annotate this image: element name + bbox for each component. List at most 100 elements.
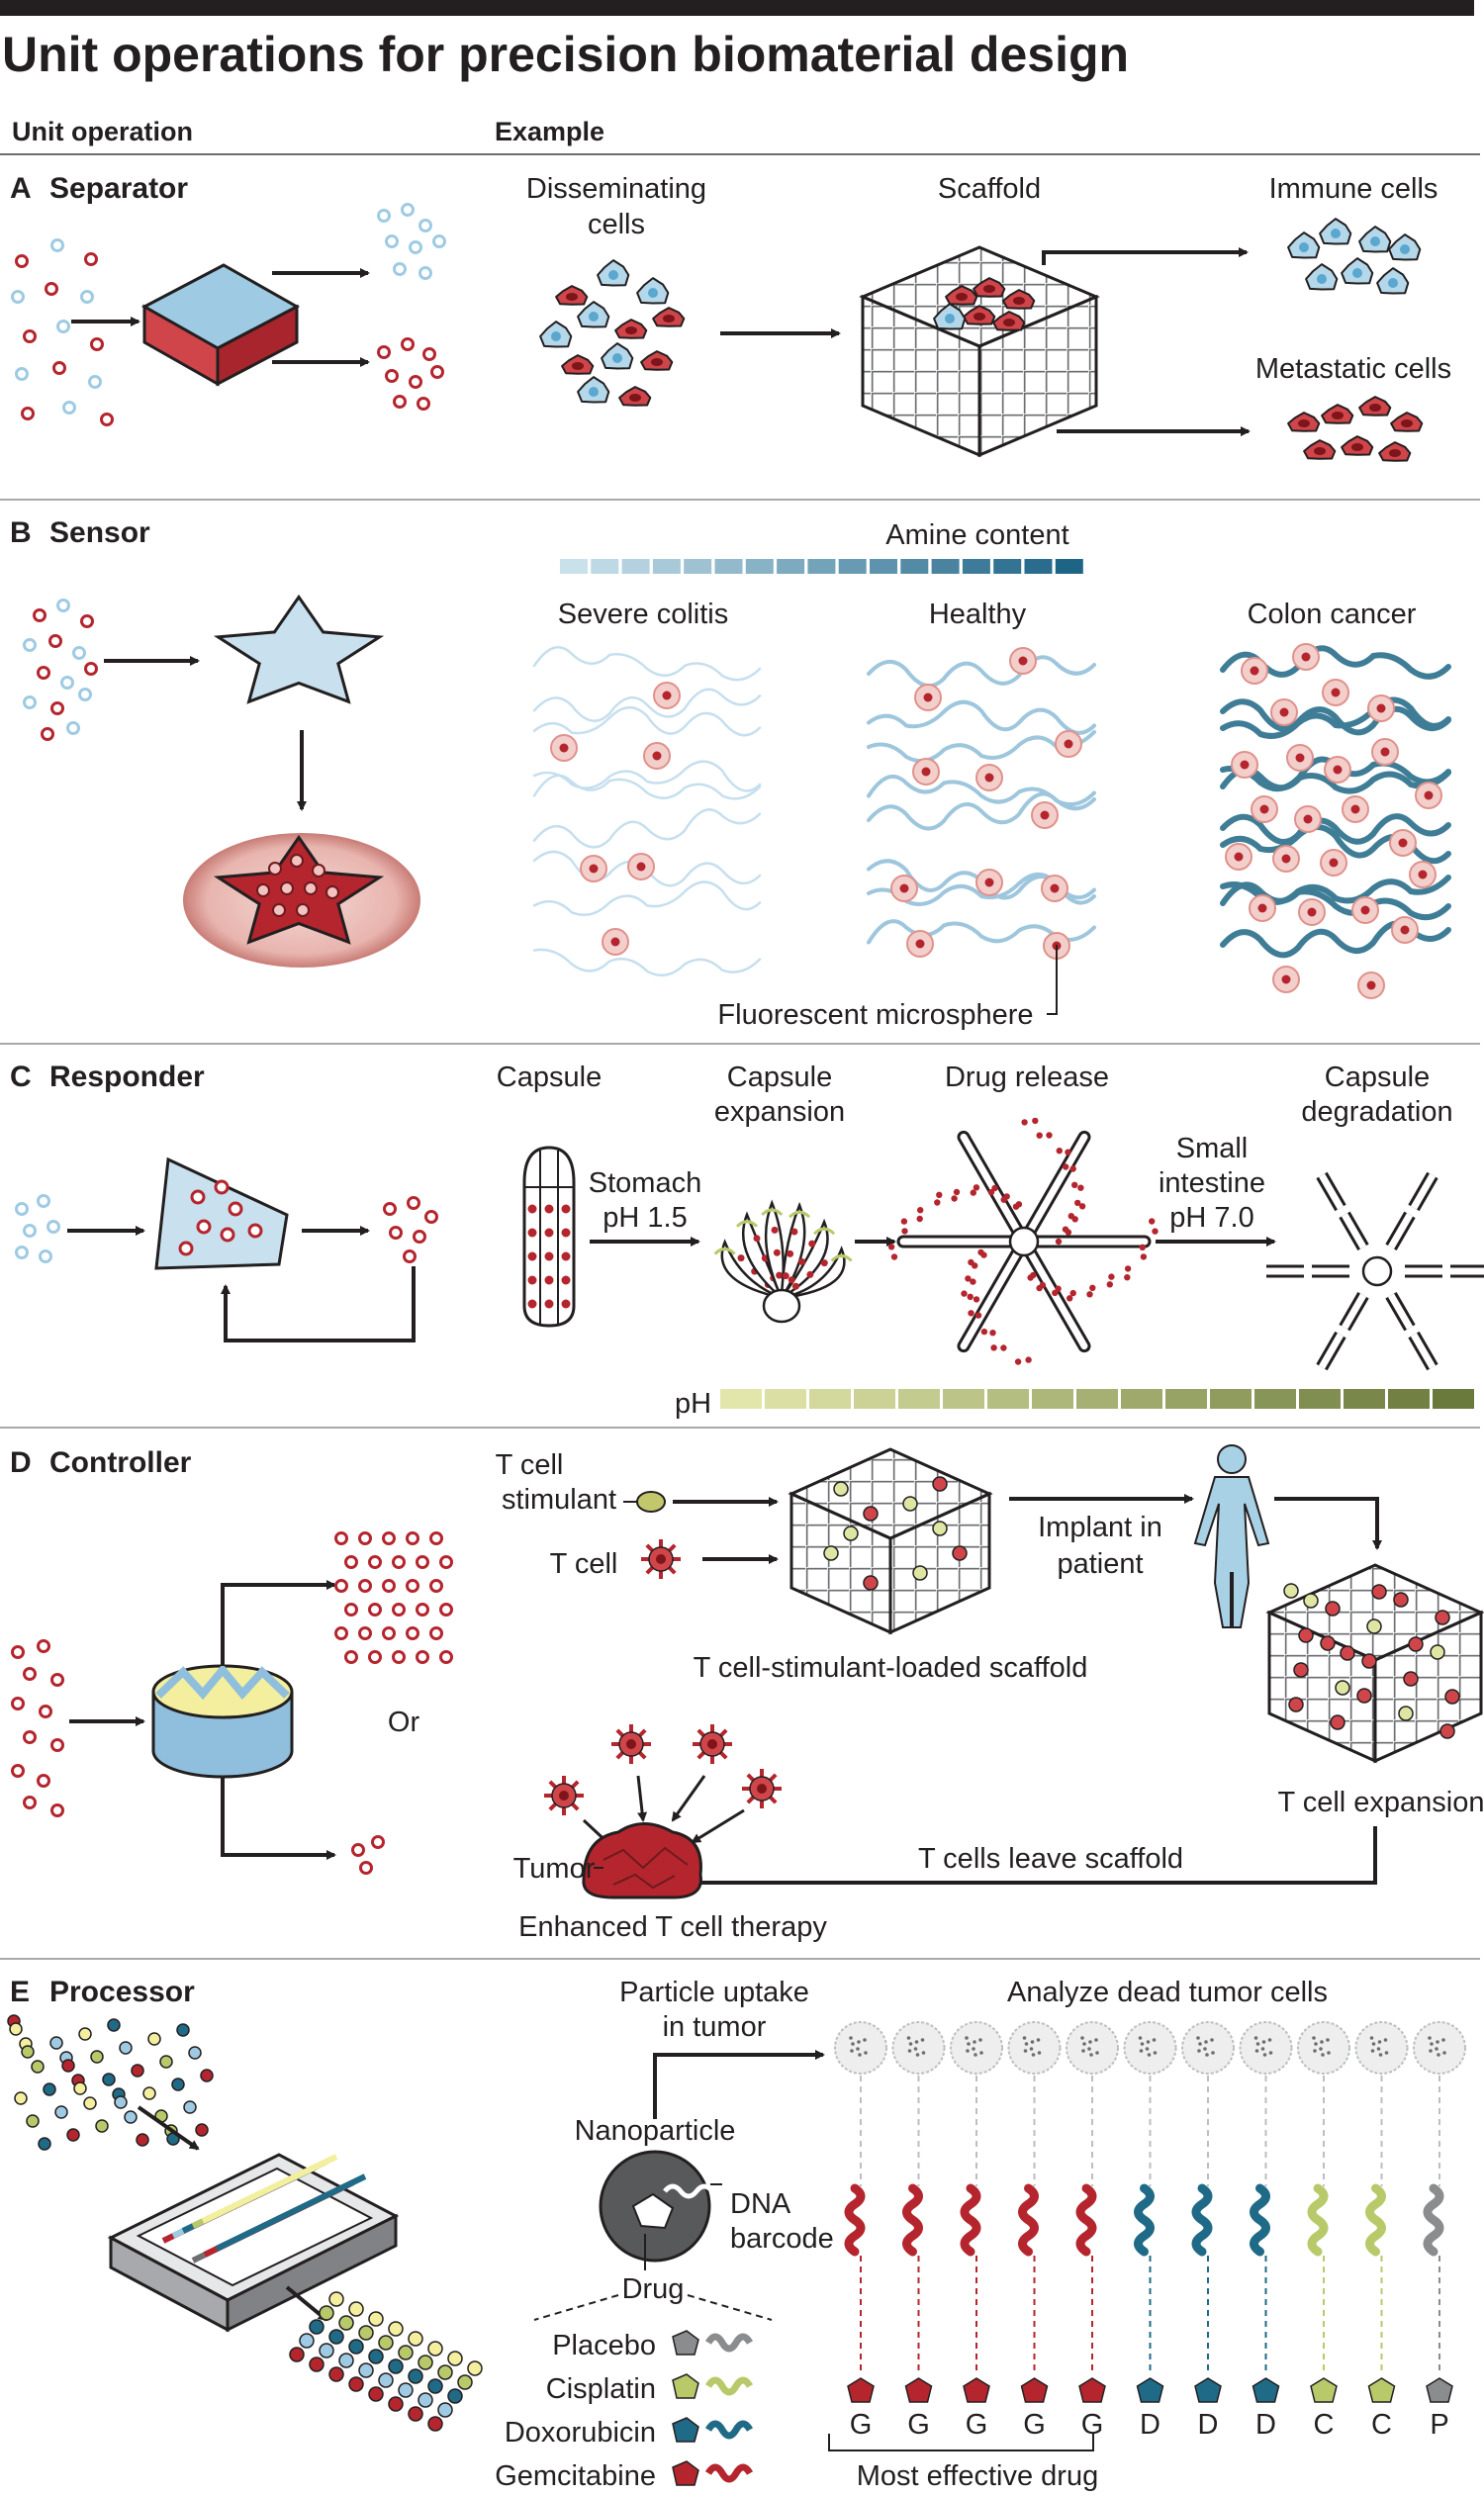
cell-speckle — [856, 2047, 860, 2051]
particle — [102, 2073, 116, 2086]
cell-speckle — [1198, 2042, 1202, 2046]
nucleus — [1389, 449, 1401, 457]
released-drug — [1124, 1274, 1131, 1281]
top-rule — [0, 0, 1474, 16]
released-drug — [1055, 1285, 1062, 1292]
particle — [377, 345, 391, 359]
particle — [83, 2096, 97, 2110]
red-particles-many — [334, 1531, 453, 1664]
particle — [37, 666, 50, 680]
cell-speckle — [1267, 2038, 1272, 2042]
gradient-step — [684, 559, 712, 574]
particle — [389, 1226, 403, 1240]
stimulant-particle — [932, 1521, 948, 1536]
tcell — [1325, 1601, 1341, 1617]
particle — [23, 329, 37, 343]
most-effective-bracket — [828, 2434, 1094, 2451]
tcell — [1371, 1584, 1387, 1600]
cell-speckle — [1147, 2053, 1152, 2057]
particle — [417, 397, 430, 411]
cell-speckle — [1383, 2038, 1388, 2042]
particle — [73, 2081, 87, 2095]
particle — [60, 676, 74, 690]
dna-barcode — [1307, 2183, 1329, 2257]
released-drug — [1065, 1149, 1071, 1156]
microsphere-core — [1350, 804, 1360, 814]
particle — [147, 2032, 161, 2046]
particle — [80, 290, 94, 304]
released-drug — [1036, 1132, 1043, 1139]
barcode-letter: D — [1255, 2409, 1276, 2441]
gradient-step — [745, 559, 774, 574]
mixed-particles — [11, 238, 114, 426]
expanded-scaffold — [1265, 1563, 1484, 1764]
tcell — [863, 1575, 879, 1591]
sorted-particle — [408, 2406, 423, 2422]
sorted-particle — [299, 2333, 315, 2349]
capsule-degradation-icon — [1266, 1171, 1484, 1371]
released-drug — [1000, 1196, 1007, 1203]
coating — [761, 1208, 784, 1217]
microsphere-core — [1050, 883, 1060, 893]
label-small: Small — [1176, 1133, 1249, 1164]
degraded-segment — [1410, 1173, 1437, 1210]
label-capsule-degradation-1: Capsule — [1325, 1062, 1430, 1093]
sensor-star-red — [213, 834, 385, 945]
tcell-nucleus — [626, 1739, 636, 1749]
gradient-step — [993, 559, 1022, 574]
nucleus — [589, 387, 599, 397]
stimulant-particle — [902, 1496, 918, 1512]
label-metastatic-cells: Metastatic cells — [1255, 353, 1451, 385]
microsphere-core — [1250, 666, 1259, 676]
particle — [334, 1579, 348, 1593]
particle — [409, 240, 422, 254]
particle — [403, 1249, 417, 1263]
gradient-step — [962, 559, 990, 574]
released-drug — [990, 1344, 997, 1351]
cell-speckle — [1377, 2040, 1382, 2044]
header-unit-operation: Unit operation — [12, 117, 193, 146]
sorted-particle — [447, 2351, 463, 2366]
nanoparticle-icon — [599, 2150, 714, 2263]
particle — [418, 219, 432, 232]
particle — [401, 337, 415, 351]
cell-speckle — [914, 2040, 919, 2044]
tcell-nucleus — [559, 1791, 569, 1801]
drug-dot — [791, 1282, 799, 1290]
particle — [107, 2018, 121, 2032]
tcell-nucleus — [757, 1784, 767, 1794]
particle — [50, 701, 64, 715]
barcode-letter: G — [1081, 2409, 1104, 2441]
particle — [190, 1189, 206, 1205]
released-drug — [1000, 1344, 1007, 1351]
drug-icon — [1194, 2377, 1222, 2403]
stimulant-particle — [1335, 1680, 1350, 1696]
released-drug — [901, 1228, 908, 1235]
particle — [56, 599, 70, 612]
released-drug — [1055, 1238, 1063, 1246]
sorted-particle — [378, 2372, 394, 2388]
disseminating-cells-group — [539, 259, 686, 407]
released-drug — [991, 1184, 998, 1192]
capsule-icon — [522, 1146, 576, 1328]
sorted-particle — [368, 2311, 384, 2327]
drug-dot — [773, 1248, 781, 1256]
cell-speckle — [1153, 2051, 1158, 2055]
sorted-particle — [289, 2347, 305, 2362]
cell-speckle — [1087, 2047, 1091, 2051]
particle — [23, 695, 37, 709]
gradient-step — [1299, 1389, 1341, 1409]
cell-speckle — [1437, 2053, 1440, 2057]
dot — [272, 903, 286, 917]
nucleus — [956, 293, 968, 301]
drug-icon — [963, 2377, 990, 2403]
cell-speckle — [1253, 2036, 1258, 2040]
gradient-step — [591, 559, 619, 574]
cell-speckle — [1441, 2038, 1445, 2042]
tcell — [1356, 1688, 1372, 1704]
particle — [15, 1246, 29, 1259]
stimulant-particle — [1366, 1618, 1382, 1634]
particle — [409, 375, 422, 389]
barcode-letter: C — [1371, 2409, 1392, 2441]
red-particles — [11, 1639, 64, 1817]
